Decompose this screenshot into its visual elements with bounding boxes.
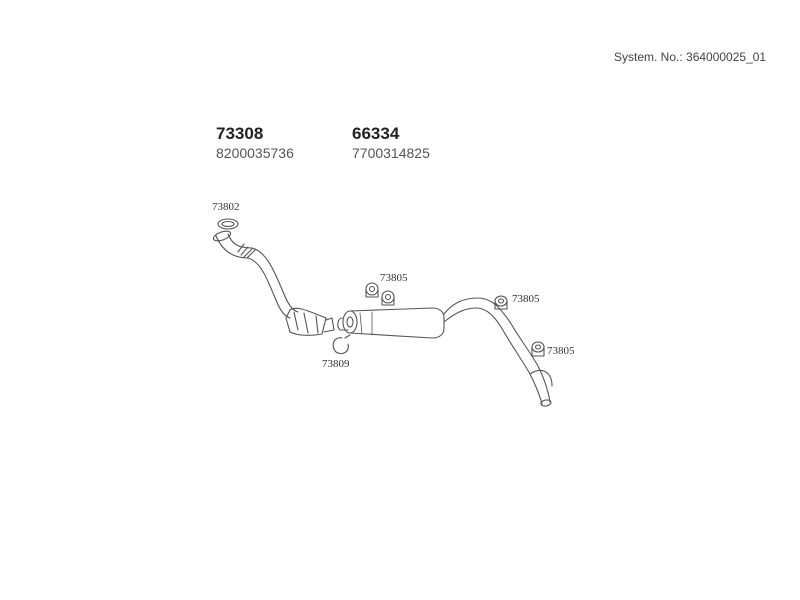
callout-rear-clamp-upper: 73805 — [512, 293, 540, 305]
part-number: 66334 — [352, 124, 400, 143]
oem-number: 7700314825 — [352, 145, 430, 161]
front-clamp — [217, 218, 239, 230]
ring-clamp — [332, 334, 351, 355]
callout-ring-clamp: 73809 — [322, 358, 350, 370]
oem-number: 8200035736 — [216, 145, 294, 161]
rear-muffler — [337, 307, 445, 339]
rear-clamp-lower — [531, 341, 545, 357]
mid-clamp — [365, 282, 395, 306]
callout-mid-clamp: 73805 — [380, 272, 408, 284]
part-header-rear: 66334 7700314825 — [352, 124, 430, 162]
part-number: 73308 — [216, 124, 264, 143]
tail-pipe — [443, 297, 553, 407]
callout-front-clamp: 73802 — [212, 201, 240, 213]
front-pipe — [212, 230, 299, 319]
system-number: System. No.: 364000025_01 — [614, 50, 767, 64]
catalytic-converter — [285, 307, 335, 336]
rear-clamp-upper — [494, 295, 508, 310]
callout-rear-clamp-lower: 73805 — [547, 345, 575, 357]
part-header-front: 73308 8200035736 — [216, 124, 294, 162]
